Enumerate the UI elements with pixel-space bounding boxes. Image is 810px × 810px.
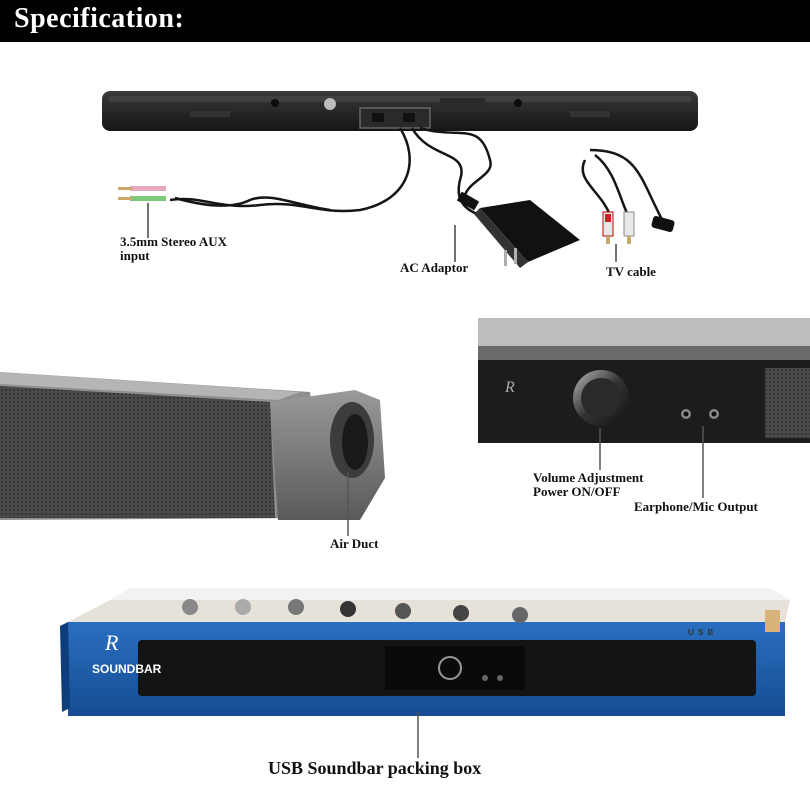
- ac-adaptor-label: AC Adaptor: [400, 260, 469, 275]
- tv-cable-plugs: [602, 211, 675, 244]
- box-side-text: U S B: [688, 628, 715, 637]
- packing-box-label: USB Soundbar packing box: [268, 758, 482, 778]
- soundbar-side-view: [0, 372, 385, 520]
- packing-box: R: [60, 588, 790, 716]
- box-brand-text: SOUNDBAR: [92, 662, 162, 676]
- top-leader-lines: [147, 203, 617, 262]
- soundbar-back-view: [102, 91, 698, 131]
- header-bar: [0, 0, 810, 42]
- soundbar-front-closeup: R: [478, 318, 810, 443]
- earphone-mic-label: Earphone/Mic Output: [634, 499, 758, 514]
- svg-text:R: R: [504, 379, 515, 396]
- ac-adaptor-body: [456, 191, 580, 268]
- aux-plugs: [118, 186, 166, 201]
- cables: [169, 126, 667, 226]
- volume-label: Volume Adjustment Power ON/OFF: [533, 470, 644, 499]
- front-leader-lines: [599, 426, 704, 498]
- aux-input-label: 3.5mm Stereo AUX input: [120, 234, 227, 263]
- svg-text:R: R: [104, 630, 119, 655]
- air-duct-label: Air Duct: [330, 536, 379, 551]
- tv-cable-label: TV cable: [606, 264, 656, 279]
- page-title: Specification:: [14, 3, 185, 34]
